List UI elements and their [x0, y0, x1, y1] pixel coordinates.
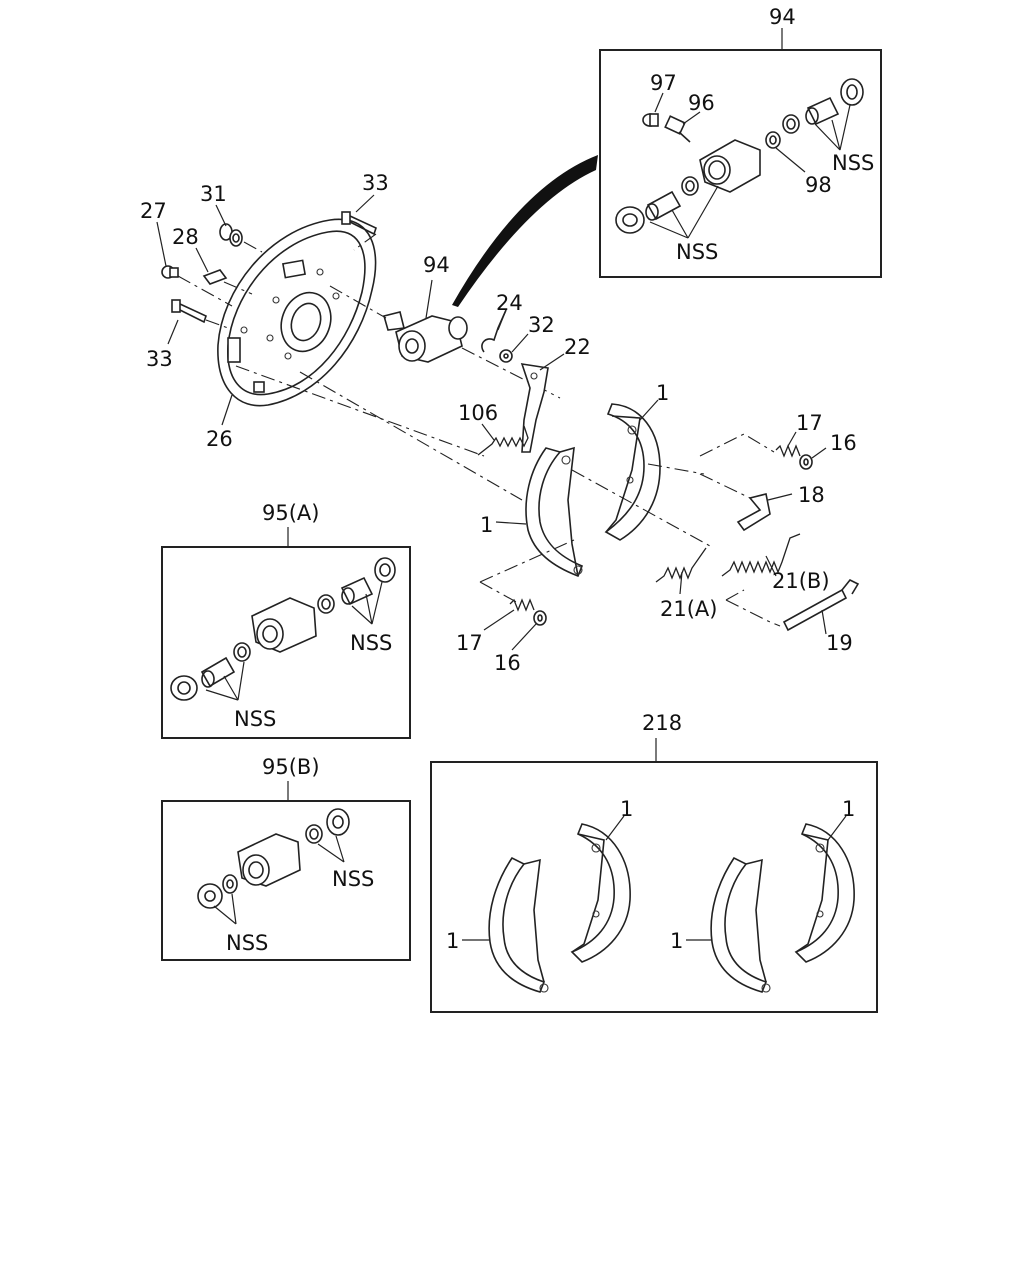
label-16-bottom: 16: [494, 651, 521, 675]
cylinder-cup-left: [681, 176, 699, 196]
bolt-33-bottom: [171, 299, 207, 324]
adjuster-18: [736, 493, 771, 532]
main-assembly: 26 33 31 27 28: [140, 171, 860, 675]
label-17-right: 17: [796, 411, 823, 435]
label-27: 27: [140, 199, 167, 223]
bleeder-screw-96: [664, 115, 691, 143]
inset-94: 94 97 96 98: [599, 5, 882, 278]
brake-shoe-right: [604, 403, 661, 541]
nss-95b-right: NSS: [332, 867, 374, 891]
nss-94-right: NSS: [832, 151, 874, 175]
nss-94-bottom: NSS: [676, 240, 718, 264]
label-31: 31: [200, 182, 227, 206]
bleeder-cap-97: [642, 113, 659, 127]
label-26: 26: [206, 427, 233, 451]
brake-shoe-left: [525, 446, 584, 578]
95a-piston-right: [340, 576, 374, 606]
spring-106: [477, 425, 529, 456]
label-28: 28: [172, 225, 199, 249]
kit-shoe-b: [570, 823, 631, 963]
cylinder-piston-left: [645, 190, 682, 221]
backing-plate-26: [217, 218, 377, 407]
bolt-27: [161, 265, 179, 279]
cylinder-cup-right: [782, 114, 800, 134]
strut-19: [782, 578, 860, 632]
label-95a: 95(A): [262, 501, 319, 525]
label-1-kit-d: 1: [842, 797, 855, 821]
kit-shoe-a: [488, 856, 549, 993]
cylinder-95b-body: [237, 833, 301, 887]
dust-boot-left: [615, 206, 645, 234]
cylinder-95a-body: [251, 597, 317, 653]
label-97: 97: [650, 71, 677, 95]
label-94-inset: 94: [769, 5, 796, 29]
label-17-bottom: 17: [456, 631, 483, 655]
inset-95a: 95(A) NSS: [161, 501, 411, 739]
label-94-cylinder: 94: [423, 253, 450, 277]
label-1-kit-b: 1: [620, 797, 633, 821]
label-96: 96: [688, 91, 715, 115]
95a-boot-right: [374, 557, 396, 583]
parking-lever-22: [520, 363, 549, 453]
dust-boot-right: [840, 78, 864, 106]
95a-piston-left: [200, 656, 236, 688]
washer-16-right: [799, 454, 813, 470]
95b-cup-left: [222, 874, 238, 894]
95a-boot-left: [170, 675, 198, 701]
label-32: 32: [528, 313, 555, 337]
spring-17-right: [775, 444, 801, 458]
callout-wedge-94: [452, 155, 598, 307]
inset-94-frame: [599, 49, 882, 278]
spring-17-bottom: [509, 598, 535, 612]
95b-boot-left: [197, 883, 223, 909]
wheel-cylinder-94: [383, 311, 468, 363]
label-19: 19: [826, 631, 853, 655]
label-33-bottom: 33: [146, 347, 173, 371]
label-22: 22: [564, 335, 591, 359]
bolt-33-top: [341, 211, 377, 236]
label-98: 98: [805, 173, 832, 197]
label-1-kit-c: 1: [670, 929, 683, 953]
label-218: 218: [642, 711, 682, 735]
label-1-left-shoe: 1: [480, 513, 493, 537]
label-18: 18: [798, 483, 825, 507]
inset-95b-frame: [161, 800, 411, 961]
label-95b: 95(B): [262, 755, 320, 779]
label-21b: 21(B): [772, 569, 830, 593]
label-106: 106: [458, 401, 498, 425]
bleeder-nut-31: [219, 223, 243, 247]
95b-boot-right: [326, 808, 350, 836]
grommet-28: [202, 269, 228, 285]
inset-95b: 95(B) NSS NSS: [161, 755, 411, 961]
kit-shoe-c: [710, 856, 771, 993]
label-24: 24: [496, 291, 523, 315]
kit-shoe-d: [794, 823, 855, 963]
cylinder-piston-right: [805, 96, 840, 126]
nss-95a-bottom: NSS: [234, 707, 276, 731]
label-21a: 21(A): [660, 597, 717, 621]
washer-32: [499, 349, 513, 363]
cylinder-seal-98: [765, 131, 781, 149]
washer-16-bottom: [533, 610, 547, 626]
nss-95b-bottom: NSS: [226, 931, 268, 955]
nss-95a-right: NSS: [350, 631, 392, 655]
spring-21a: [655, 547, 707, 583]
label-1-right-shoe: 1: [656, 381, 669, 405]
inset-218-frame: [430, 761, 878, 1013]
clip-24: [481, 309, 507, 353]
95a-cup-right: [317, 594, 335, 614]
wheel-cylinder-body: [699, 139, 761, 193]
95b-cup-right: [305, 824, 323, 844]
95a-cup-left: [233, 642, 251, 662]
inset-95a-frame: [161, 546, 411, 739]
spring-21b: [721, 533, 801, 577]
label-1-kit-a: 1: [446, 929, 459, 953]
label-33-top: 33: [362, 171, 389, 195]
label-16-right: 16: [830, 431, 857, 455]
inset-218: 218 1 1 1: [430, 711, 878, 1013]
